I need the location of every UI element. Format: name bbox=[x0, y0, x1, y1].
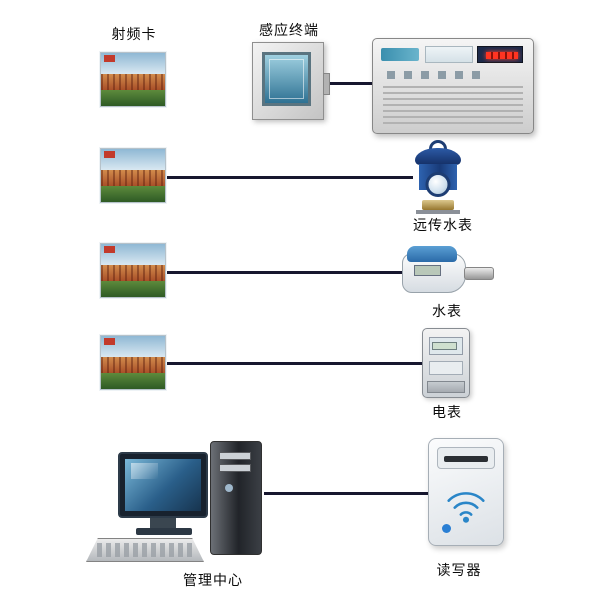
meter-dial bbox=[425, 172, 451, 197]
meter-pipe bbox=[464, 267, 494, 280]
connector-card-water-meter bbox=[167, 271, 405, 274]
terminal-screen bbox=[262, 52, 311, 106]
connector-terminal-controller bbox=[330, 82, 372, 85]
remote-water-meter-device bbox=[408, 140, 468, 214]
connector-computer-reader bbox=[264, 492, 428, 495]
photo-buildings bbox=[101, 357, 165, 374]
photo-trees bbox=[101, 90, 165, 106]
water-meter-device bbox=[402, 246, 494, 296]
photo-trees bbox=[101, 373, 165, 389]
rfid-card-image-3 bbox=[100, 243, 166, 298]
monitor-base bbox=[136, 528, 192, 535]
label-induction-terminal: 感应终端 bbox=[259, 23, 319, 39]
reader-writer-device bbox=[428, 438, 504, 546]
reader-slot-panel bbox=[437, 447, 495, 469]
controller-brand-strip bbox=[381, 48, 419, 61]
photo-buildings bbox=[101, 170, 165, 187]
computer-keyboard bbox=[86, 538, 204, 562]
computer-tower bbox=[210, 441, 262, 555]
label-water-meter: 水表 bbox=[432, 304, 462, 320]
rfid-card-image-2 bbox=[100, 148, 166, 203]
label-electric-meter: 电表 bbox=[432, 405, 462, 421]
wifi-icon bbox=[440, 483, 492, 531]
tower-power-button bbox=[225, 484, 233, 492]
label-management-center: 管理中心 bbox=[183, 573, 243, 589]
terminal-mount-bracket bbox=[323, 73, 330, 95]
controller-vents bbox=[383, 86, 523, 124]
computer-monitor bbox=[118, 452, 208, 518]
tower-drive-bay bbox=[219, 452, 251, 460]
photo-buildings bbox=[101, 265, 165, 282]
photo-sky bbox=[101, 149, 165, 171]
induction-terminal-device bbox=[252, 42, 330, 120]
photo-trees bbox=[101, 281, 165, 297]
card-slot bbox=[444, 456, 488, 462]
tower-drive-bay bbox=[219, 464, 251, 472]
meter-nameplate bbox=[429, 361, 463, 375]
photo-sky bbox=[101, 244, 165, 266]
controller-buttons bbox=[387, 71, 483, 79]
monitor-screen bbox=[125, 459, 201, 511]
led-display bbox=[477, 46, 523, 63]
label-remote-water-meter: 远传水表 bbox=[413, 218, 473, 234]
meter-base bbox=[416, 210, 460, 214]
controller-label-strip bbox=[425, 46, 473, 63]
meter-terminal-cover bbox=[427, 381, 465, 393]
connector-card-electric-meter bbox=[167, 362, 422, 365]
label-reader-writer: 读写器 bbox=[436, 563, 482, 579]
meter-lcd bbox=[432, 342, 457, 350]
meter-brass-fitting bbox=[422, 200, 454, 210]
connector-card-remote-water-meter bbox=[167, 176, 413, 179]
photo-sky bbox=[101, 53, 165, 75]
meter-blue-cover bbox=[407, 246, 457, 262]
rfid-card-image-1 bbox=[100, 52, 166, 107]
photo-sky bbox=[101, 336, 165, 358]
controller-box bbox=[372, 38, 534, 134]
electric-meter-device bbox=[422, 328, 470, 398]
meter-lift-ring bbox=[429, 140, 447, 150]
label-rfid-card: 射频卡 bbox=[111, 27, 157, 43]
meter-lcd bbox=[414, 265, 441, 276]
photo-trees bbox=[101, 186, 165, 202]
meter-cap bbox=[415, 148, 461, 165]
monitor-stand bbox=[150, 518, 176, 528]
reader-led bbox=[442, 524, 451, 533]
rfid-card-image-4 bbox=[100, 335, 166, 390]
photo-buildings bbox=[101, 74, 165, 91]
